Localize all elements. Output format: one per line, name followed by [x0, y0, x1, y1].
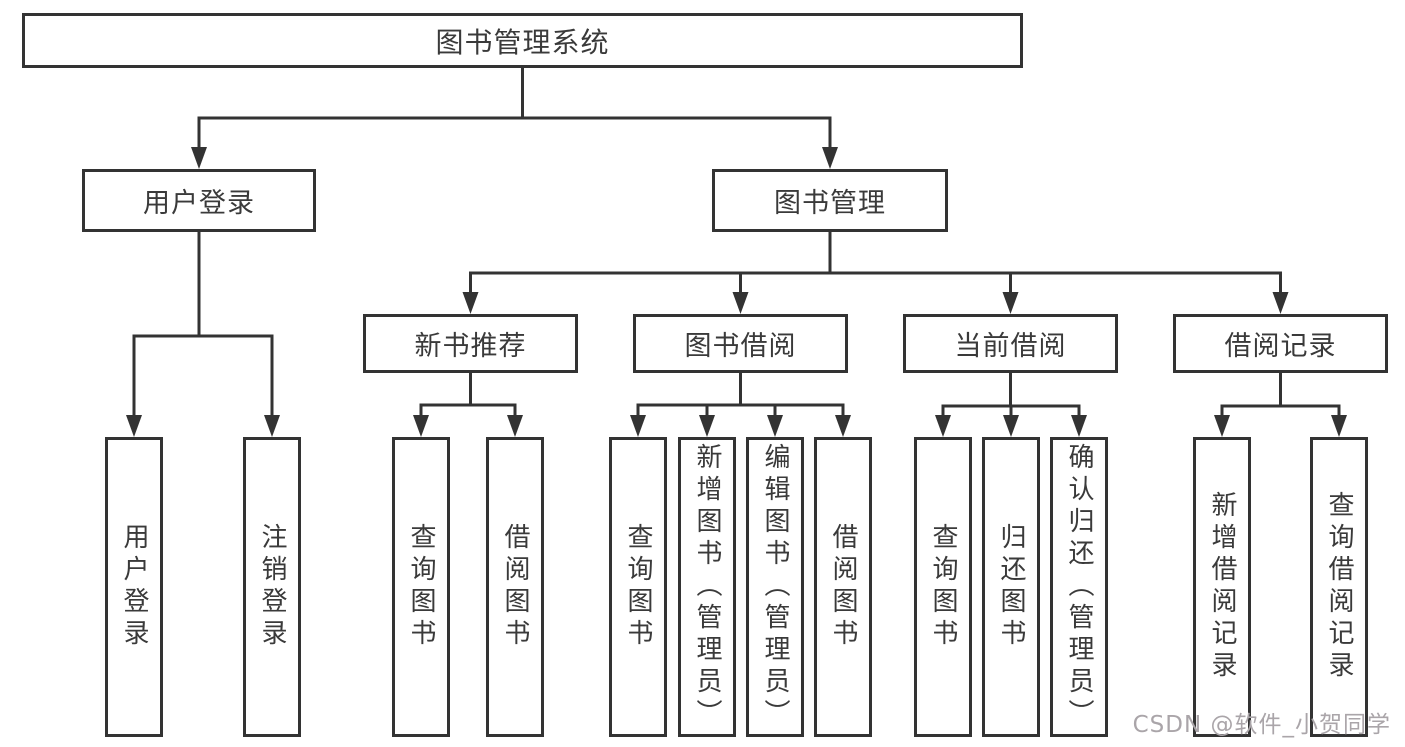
leaf-add-book-admin: 新增图书（管理员） [678, 437, 736, 737]
node-label: 查询图书 [623, 523, 653, 651]
leaf-query-books-current: 查询图书 [914, 437, 972, 737]
node-library-management-system: 图书管理系统 [22, 13, 1023, 68]
node-label: 借阅图书 [828, 523, 858, 651]
node-label: 用户登录 [143, 188, 255, 219]
node-label: 编辑图书（管理员） [760, 443, 790, 731]
leaf-borrow-books-recommend: 借阅图书 [486, 437, 544, 737]
csdn-watermark: CSDN @软件_小贺同学 [1132, 712, 1391, 738]
leaf-logout: 注销登录 [243, 437, 301, 737]
node-user-login: 用户登录 [82, 169, 316, 232]
leaf-query-books-borrowing: 查询图书 [609, 437, 667, 737]
node-label: 查询图书 [928, 523, 958, 651]
node-label: 归还图书 [996, 523, 1026, 651]
leaf-user-login: 用户登录 [105, 437, 163, 737]
node-label: 确认归还（管理员） [1064, 443, 1094, 731]
leaf-query-books-recommend: 查询图书 [392, 437, 450, 737]
node-label: 借阅记录 [1224, 331, 1337, 362]
node-label: 图书借阅 [684, 331, 797, 362]
leaf-confirm-return-admin: 确认归还（管理员） [1050, 437, 1108, 737]
leaf-add-borrow-record: 新增借阅记录 [1193, 437, 1251, 737]
leaf-query-borrow-record: 查询借阅记录 [1310, 437, 1368, 737]
node-label: 新书推荐 [414, 331, 527, 362]
node-label: 当前借阅 [954, 331, 1067, 362]
node-label: 图书管理系统 [435, 25, 610, 59]
node-book-management: 图书管理 [712, 169, 948, 232]
node-label: 查询借阅记录 [1324, 491, 1354, 683]
node-label: 新增图书（管理员） [692, 443, 722, 731]
node-new-book-recommendation: 新书推荐 [363, 314, 578, 373]
node-label: 图书管理 [774, 188, 886, 219]
node-label: 用户登录 [119, 523, 149, 651]
node-borrowing-records: 借阅记录 [1173, 314, 1388, 373]
node-book-borrowing: 图书借阅 [633, 314, 848, 373]
node-label: 查询图书 [406, 523, 436, 651]
leaf-return-books: 归还图书 [982, 437, 1040, 737]
leaf-borrow-books-borrowing: 借阅图书 [814, 437, 872, 737]
node-label: 借阅图书 [500, 523, 530, 651]
node-label: 注销登录 [257, 523, 287, 651]
leaf-edit-book-admin: 编辑图书（管理员） [746, 437, 804, 737]
node-label: 新增借阅记录 [1207, 491, 1237, 683]
node-current-borrowing: 当前借阅 [903, 314, 1118, 373]
